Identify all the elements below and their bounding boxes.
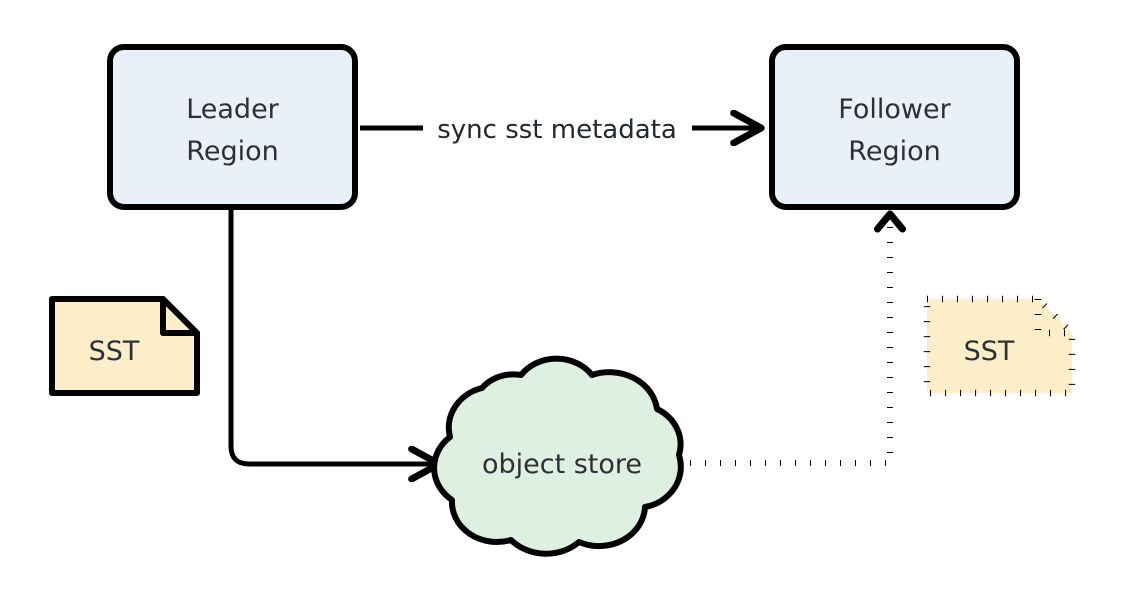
node-follower-region-box[interactable] [769, 44, 1020, 210]
node-leader-region-label-line1: Leader [186, 94, 279, 125]
node-sst-follower-label: SST [964, 336, 1015, 367]
node-sst-follower-fill[interactable] [927, 299, 1072, 393]
edge-object-store-to-follower-arrowhead [874, 210, 906, 233]
edge-label-sync-sst-metadata: sync sst metadata [437, 115, 677, 145]
node-sst-leader-label: SST [89, 336, 140, 367]
node-follower-region[interactable]: Follower Region [769, 44, 1020, 210]
node-sst-follower[interactable]: SST [923, 295, 1076, 397]
edge-object-store-to-follower [690, 210, 906, 466]
edge-leader-to-object-store [228, 210, 438, 464]
node-follower-region-label-line1: Follower [838, 94, 951, 125]
node-leader-region-box[interactable] [107, 44, 358, 210]
node-follower-region-label-line2: Region [848, 136, 940, 167]
node-object-store[interactable]: object store [431, 355, 684, 557]
node-object-store-cloud[interactable] [431, 355, 684, 557]
edge-leader-to-object-store-line [228, 210, 438, 464]
node-leader-region-label-line2: Region [186, 136, 278, 167]
node-object-store-label: object store [482, 449, 642, 480]
edge-leader-to-follower: sync sst metadata [360, 115, 760, 145]
node-sst-leader-fold [160, 296, 200, 336]
edge-object-store-to-follower-line [690, 226, 893, 466]
node-sst-leader[interactable]: SST [49, 296, 200, 396]
node-leader-region[interactable]: Leader Region [107, 44, 358, 210]
